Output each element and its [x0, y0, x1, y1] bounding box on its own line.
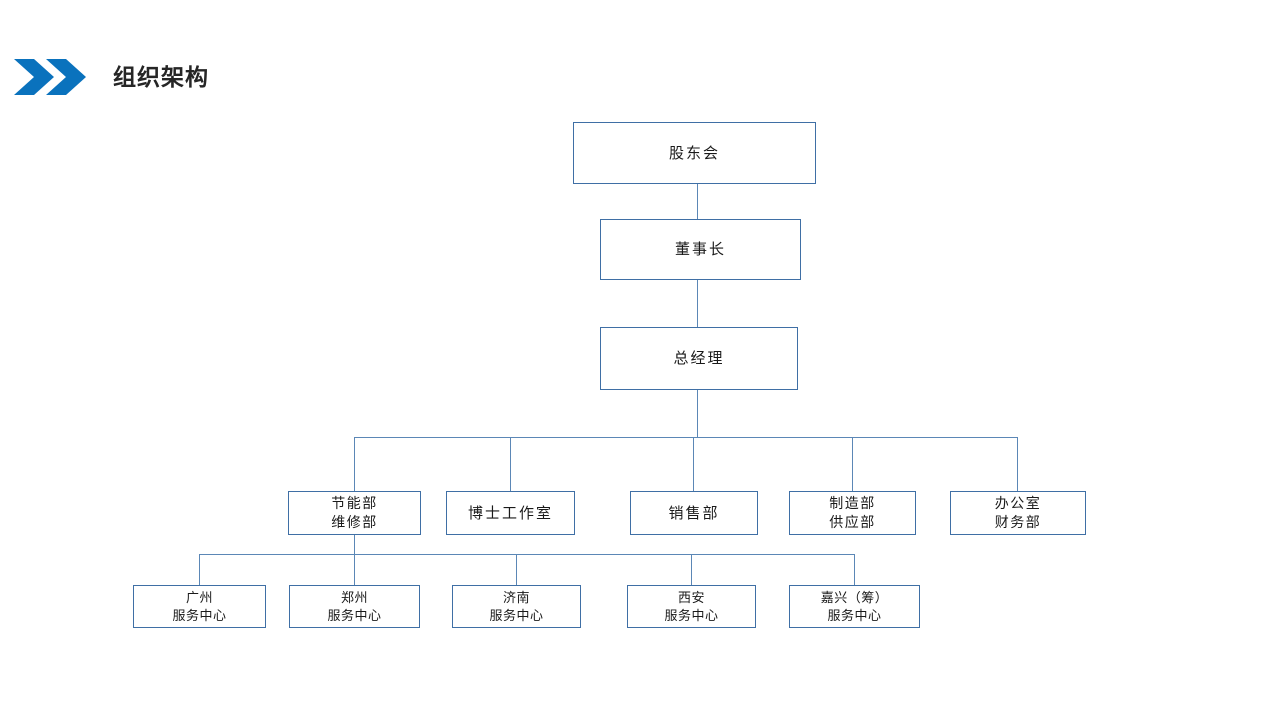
- connector-drop-guangzhou: [199, 554, 200, 585]
- org-node-label-line2: 财务部: [994, 514, 1042, 530]
- org-node-label: 董事长: [674, 241, 726, 258]
- connector-drop-energy-maintenance: [354, 437, 355, 491]
- connector-energy-to-service-bus: [354, 535, 355, 554]
- org-node-sales[interactable]: 销售部: [630, 491, 758, 535]
- org-node-label-line2: 服务中心: [489, 607, 544, 623]
- org-node-label-line1: 济南: [502, 589, 530, 605]
- connector-drop-sales: [693, 437, 694, 491]
- org-node-label: 销售部: [668, 504, 720, 522]
- connector-drop-doctor-studio: [510, 437, 511, 491]
- org-node-zhengzhou-service-center[interactable]: 郑州 服务中心: [289, 585, 420, 628]
- connector-drop-office-finance: [1017, 437, 1018, 491]
- org-node-guangzhou-service-center[interactable]: 广州 服务中心: [133, 585, 266, 628]
- connector-service-center-bus: [199, 554, 855, 555]
- org-node-label-line2: 服务中心: [664, 607, 719, 623]
- org-node-label-line1: 郑州: [340, 589, 368, 605]
- org-node-jiaxing-service-center[interactable]: 嘉兴（筹） 服务中心: [789, 585, 920, 628]
- org-node-energy-maintenance[interactable]: 节能部 维修部: [288, 491, 421, 535]
- connector-drop-manufacturing-supply: [852, 437, 853, 491]
- connector-shareholders-to-chairman: [697, 184, 698, 219]
- org-node-label: 总经理: [673, 350, 725, 367]
- org-node-label-line2: 服务中心: [327, 607, 382, 623]
- org-node-label-line1: 西安: [677, 589, 705, 605]
- connector-drop-zhengzhou: [354, 554, 355, 585]
- org-node-doctor-studio[interactable]: 博士工作室: [446, 491, 575, 535]
- org-node-general-manager[interactable]: 总经理: [600, 327, 798, 390]
- org-node-label: 博士工作室: [467, 504, 553, 522]
- org-node-label-line2: 服务中心: [827, 607, 882, 623]
- org-node-manufacturing-supply[interactable]: 制造部 供应部: [789, 491, 916, 535]
- connector-drop-jinan: [516, 554, 517, 585]
- org-node-jinan-service-center[interactable]: 济南 服务中心: [452, 585, 581, 628]
- org-node-label: 股东会: [668, 144, 720, 162]
- connector-drop-jiaxing: [854, 554, 855, 585]
- connector-drop-xian: [691, 554, 692, 585]
- org-node-label-line1: 嘉兴（筹）: [820, 589, 889, 605]
- slide-header: 组织架构: [0, 46, 1280, 108]
- org-node-shareholders[interactable]: 股东会: [573, 122, 816, 184]
- org-node-xian-service-center[interactable]: 西安 服务中心: [627, 585, 756, 628]
- org-node-label-line1: 制造部: [829, 495, 876, 511]
- org-node-chairman[interactable]: 董事长: [600, 219, 801, 280]
- org-node-label-line1: 广州: [185, 589, 213, 605]
- org-node-label-line1: 节能部: [331, 495, 378, 511]
- double-chevron-right-icon: [12, 57, 90, 97]
- org-node-label-line2: 服务中心: [172, 607, 227, 623]
- org-node-office-finance[interactable]: 办公室 财务部: [950, 491, 1086, 535]
- org-node-label-line2: 供应部: [829, 514, 876, 530]
- org-node-label-line1: 办公室: [994, 495, 1042, 511]
- connector-chairman-to-gm: [697, 280, 698, 327]
- connector-department-bus: [354, 437, 1018, 438]
- org-node-label-line2: 维修部: [331, 514, 378, 530]
- connector-gm-to-department-bus: [697, 390, 698, 437]
- page-title: 组织架构: [113, 64, 209, 90]
